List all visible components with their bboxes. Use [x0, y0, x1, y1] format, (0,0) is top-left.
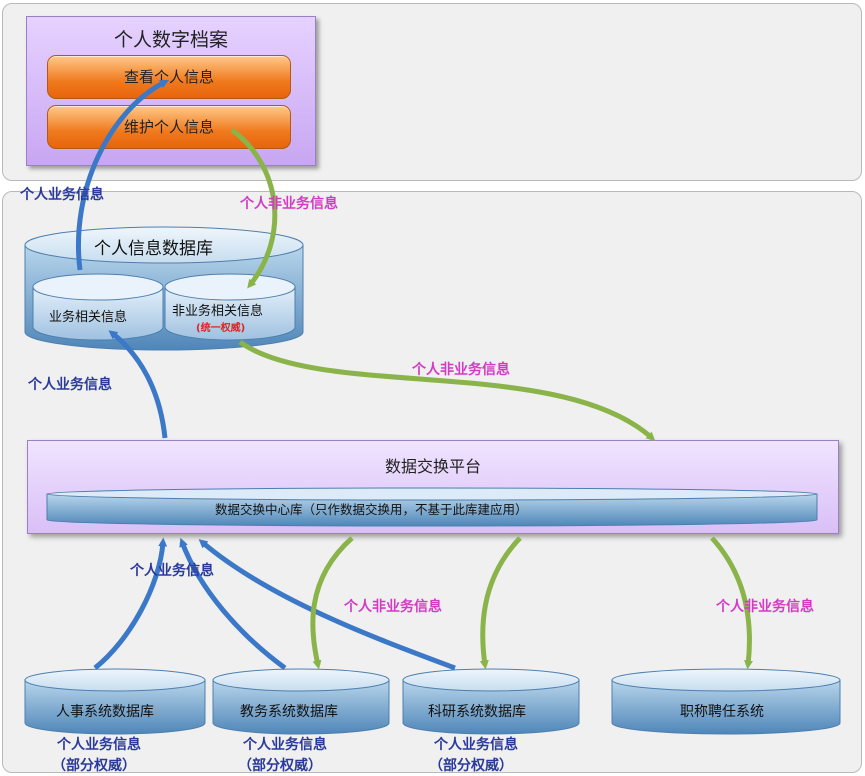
arrow-hr-to-exchange: [93, 537, 168, 670]
digital-archive-box: 个人数字档案 查看个人信息 维护个人信息: [26, 16, 316, 166]
exchange-platform-title: 数据交换平台: [384, 457, 481, 476]
business-info-cylinder: [32, 273, 164, 341]
exchange-center-db-label: 数据交换中心库（只作数据交换用，不基于此库建应用）: [215, 502, 528, 517]
business-info-label: 业务相关信息: [49, 310, 128, 325]
academic-db-label: 教务系统数据库: [240, 704, 338, 720]
business-info-label-top: 个人业务信息: [20, 187, 104, 203]
view-info-button[interactable]: 查看个人信息: [47, 55, 291, 99]
arrow-db-to-exchange: [238, 339, 656, 442]
title-appointment-label: 职称聘任系统: [680, 704, 764, 720]
non-business-info-cylinder: [164, 273, 296, 341]
research-db-cylinder: [402, 668, 580, 735]
arrow-academic-to-exchange: [179, 537, 287, 671]
arrow-exchange-to-db: [108, 330, 168, 439]
hr-business-label: 个人业务信息: [57, 737, 141, 753]
non-business-info-label-top: 个人非业务信息: [240, 196, 338, 212]
arrow-db-to-view: [76, 79, 170, 271]
personal-info-db-title: 个人信息数据库: [94, 239, 213, 259]
exchange-center-db-cylinder: [46, 487, 818, 527]
arrow-research-to-exchange: [198, 539, 456, 671]
hr-db-label: 人事系统数据库: [56, 704, 154, 720]
research-db-label: 科研系统数据库: [428, 704, 526, 720]
arrow-maintain-to-db: [230, 127, 278, 289]
non-business-info-label-mid: 个人非业务信息: [412, 362, 510, 378]
non-business-info-label-lower-right: 个人非业务信息: [716, 599, 814, 615]
research-authority-note: （部分权威）: [429, 758, 513, 774]
academic-business-label: 个人业务信息: [243, 737, 327, 753]
hr-authority-note: （部分权威）: [52, 758, 136, 774]
non-business-info-label-lower-left: 个人非业务信息: [344, 599, 442, 615]
maintain-info-button[interactable]: 维护个人信息: [47, 105, 291, 149]
hr-db-cylinder: [24, 668, 206, 735]
arrow-exchange-to-research: [479, 536, 522, 670]
arrow-exchange-to-academic: [310, 536, 354, 670]
business-info-label-mid: 个人业务信息: [28, 377, 112, 393]
digital-archive-title: 个人数字档案: [113, 29, 228, 51]
arrow-exchange-to-title: [710, 536, 753, 670]
academic-db-cylinder: [212, 668, 390, 735]
authority-note: (统一权威): [196, 323, 246, 334]
business-info-label-lower: 个人业务信息: [130, 563, 214, 579]
title-appointment-cylinder: [611, 668, 841, 735]
academic-authority-note: （部分权威）: [238, 758, 322, 774]
non-business-info-label: 非业务相关信息: [172, 304, 264, 319]
research-business-label: 个人业务信息: [434, 737, 518, 753]
